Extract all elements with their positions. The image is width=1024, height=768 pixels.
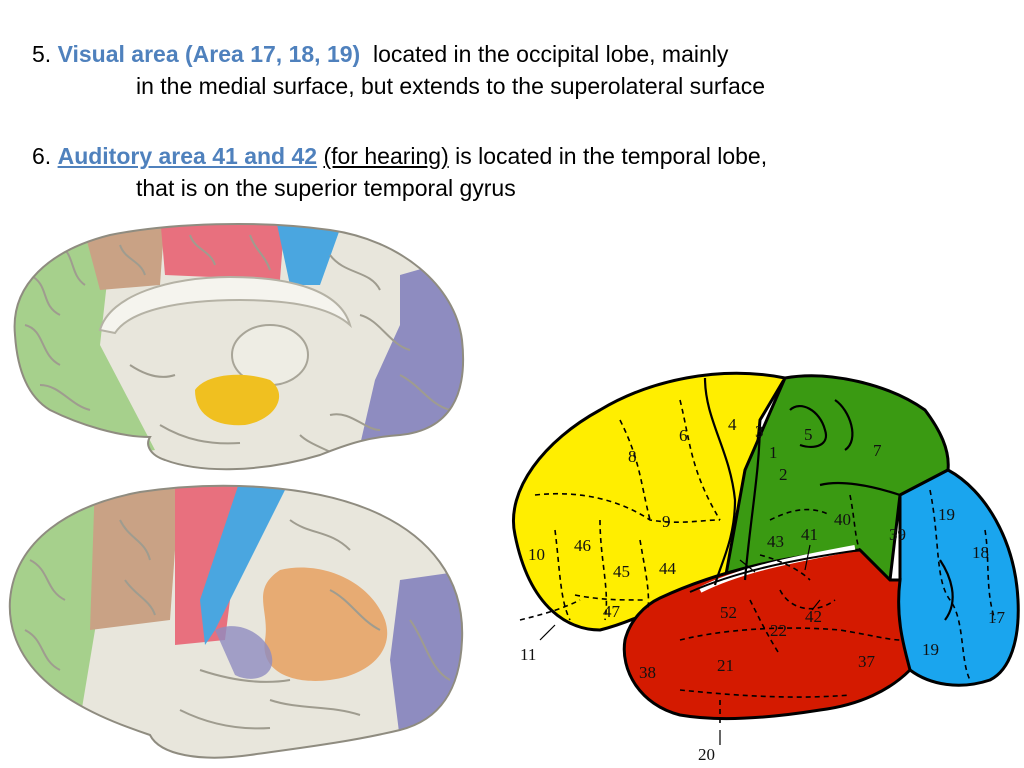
area-label-41: 41 xyxy=(801,525,818,544)
brodmann-area-map: 4 6 3 1 2 5 7 8 9 10 46 45 44 47 11 43 4… xyxy=(512,371,1020,764)
item-5-line-2: in the medial surface, but extends to th… xyxy=(32,70,1012,102)
lateral-brain-illustration xyxy=(8,484,464,759)
area-label-21: 21 xyxy=(717,656,734,675)
area-label-5: 5 xyxy=(804,425,813,444)
item-5-text-2: in the medial surface, but extends to th… xyxy=(136,73,766,99)
item-5-text-1: located in the occipital lobe, mainly xyxy=(372,41,729,67)
area-label-7: 7 xyxy=(873,441,882,460)
area-label-8: 8 xyxy=(628,447,637,466)
area-label-9: 9 xyxy=(662,512,671,531)
item-6-text-2: that is on the superior temporal gyrus xyxy=(136,175,516,201)
area-label-10: 10 xyxy=(528,545,545,564)
area-label-2: 2 xyxy=(779,465,788,484)
visual-area-heading: Visual area (Area 17, 18, 19) xyxy=(57,41,361,67)
area-label-46: 46 xyxy=(574,536,591,555)
area-label-47: 47 xyxy=(603,602,621,621)
area-label-11: 11 xyxy=(520,645,536,664)
area-label-18: 18 xyxy=(972,543,989,562)
area-label-42: 42 xyxy=(805,607,822,626)
area-label-6: 6 xyxy=(679,426,688,445)
area-label-17: 17 xyxy=(988,608,1006,627)
area-label-22: 22 xyxy=(770,621,787,640)
area-label-1: 1 xyxy=(769,443,778,462)
item-6-line-1: 6. Auditory area 41 and 42 (for hearing)… xyxy=(32,140,1012,172)
area-label-40: 40 xyxy=(834,510,851,529)
area-label-4: 4 xyxy=(728,415,737,434)
item-6-text-1: is located in the temporal lobe, xyxy=(455,143,768,169)
area-label-45: 45 xyxy=(613,562,630,581)
auditory-area-heading[interactable]: Auditory area 41 and 42 xyxy=(57,143,318,169)
area-label-52: 52 xyxy=(720,603,737,622)
area-label-19-lower: 19 xyxy=(922,640,939,659)
medial-brain-illustration xyxy=(13,222,465,471)
area-label-38: 38 xyxy=(639,663,656,682)
for-hearing-link[interactable]: (for hearing) xyxy=(323,143,449,169)
area-label-3: 3 xyxy=(755,422,764,441)
area-label-44: 44 xyxy=(659,559,677,578)
area-labels: 4 6 3 1 2 5 7 8 9 10 46 45 44 47 11 43 4… xyxy=(520,415,1006,764)
area-label-20: 20 xyxy=(698,745,715,764)
occipital-region xyxy=(893,468,1020,687)
item-6-line-2: that is on the superior temporal gyrus xyxy=(32,172,1012,204)
area-label-37: 37 xyxy=(858,652,876,671)
slide-text: 5. Visual area (Area 17, 18, 19) located… xyxy=(32,38,1012,204)
area-label-19-upper: 19 xyxy=(938,505,955,524)
item-5-number: 5. xyxy=(32,41,52,67)
item-6-number: 6. xyxy=(32,143,52,169)
area-label-39: 39 xyxy=(889,525,906,544)
item-5-line-1: 5. Visual area (Area 17, 18, 19) located… xyxy=(32,38,1012,70)
area-label-43: 43 xyxy=(767,532,784,551)
